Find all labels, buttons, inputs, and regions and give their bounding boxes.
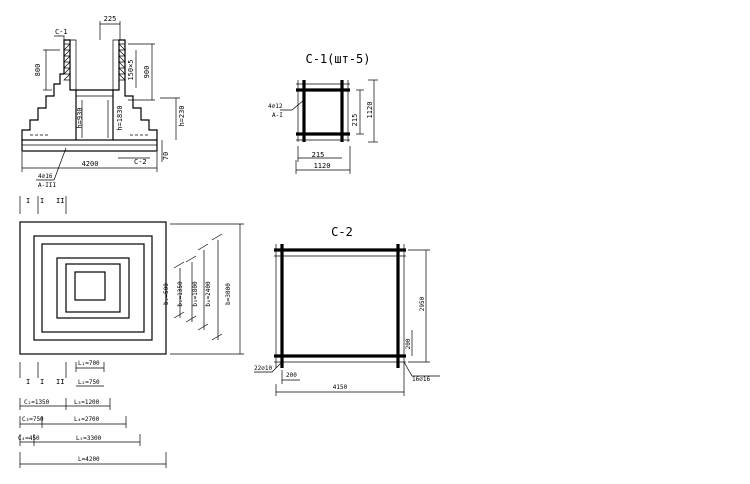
plan-step-2 [33,235,153,341]
dim-v3: b₃=1800 [192,281,199,307]
cut-top-a: I [26,197,30,205]
stepped-body-right [124,84,158,140]
dim-l1: L₁=700 [78,360,100,367]
cut-bot-a: I [26,378,30,386]
c2-dim-v-small: 200 [405,338,412,349]
dim-v5: b=3000 [225,283,232,305]
plan-step-3 [56,257,130,319]
cut-label: A-III [38,182,56,189]
c2-right-note: 16∅16 [412,376,430,383]
c2-dim-v: 2950 [419,296,426,311]
bars-label: 4∅16 [38,173,53,180]
dim-l8: L₅=3300 [76,435,102,442]
dim-section-width: 4200 [82,160,99,168]
c1-tag: C-1 [55,28,68,36]
c1-dim-inner-v: 215 [351,114,359,127]
dim-v1: b₁=500 [163,283,170,305]
cut-top-b: I [40,197,44,205]
foundation-section: 225 C-1 800 900 150×5 h=930 h=1830 h=230… [21,15,186,189]
cut-bot-b: I [40,378,44,386]
h-inner-label: h=930 [76,107,84,128]
dim-l7: C₄=450 [18,435,40,442]
dim-base-height: 70 [162,152,170,160]
c1-dim-outer-v: 1120 [366,102,374,119]
dim-l2: L₂=750 [78,379,100,386]
mesh-c2: C-2 2950 200 22∅10 200 4150 16∅16 [254,225,440,396]
c1-cut-label: A-I [272,112,283,119]
c1-bars-label: 4∅12 [268,103,283,110]
column-right-wall [112,39,126,140]
cut-bot-c: II [56,378,64,386]
dim-l9: L=4200 [78,456,100,463]
base-tag: C-2 [134,158,147,166]
base-slab [21,139,158,152]
dim-right-height: 900 [143,66,151,79]
column-left-wall [63,39,77,140]
c2-dim-h-small: 200 [286,372,297,379]
step-note: 150×5 [127,59,135,80]
c2-dim-h: 4150 [333,384,348,391]
dim-l6: L₄=2700 [74,416,100,423]
h-inner2-label: h=1830 [116,105,124,130]
dim-left-height: 800 [34,64,42,77]
dim-l3: C₂=1350 [24,399,50,406]
plan-column [74,271,106,301]
c2-left-note: 22∅10 [254,365,272,372]
foundation-plan: I I II I I II b₁=500 b₂=1350 b₃=1800 b₄=… [18,196,244,468]
dim-l5: C₃=750 [22,416,44,423]
c2-title: C-2 [331,225,353,239]
c1-dim-outer-h: 1120 [314,162,331,170]
dim-v2: b₂=1350 [177,281,184,307]
h-base-label: h=230 [178,105,186,126]
plan-outer [19,221,167,355]
dim-l4: L₃=1200 [74,399,100,406]
mesh-c1: C-1(шт-5) 4∅12 A-I 215 1120 215 1120 [268,52,378,174]
cut-top-c: II [56,197,64,205]
dim-v4: b₄=2400 [205,281,212,307]
stepped-body-left [21,73,64,140]
c1-title: C-1(шт-5) [305,52,370,66]
dim-top-width: 225 [104,15,117,23]
c1-dim-inner-h: 215 [312,151,325,159]
